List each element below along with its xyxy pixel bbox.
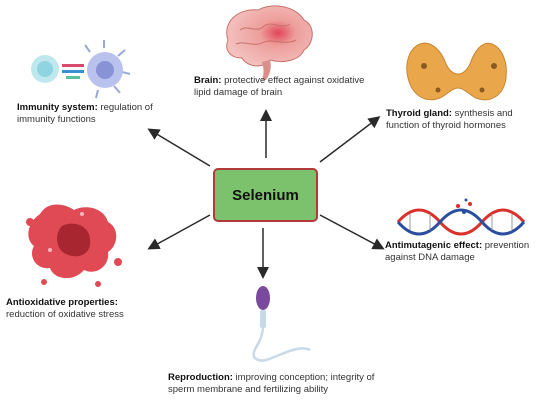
oxidative-cell-icon xyxy=(26,204,122,287)
arrow-to-antioxidative xyxy=(147,214,211,250)
thyroid-text: synthesis and function of thyroid hormon… xyxy=(386,108,513,131)
antioxidative-title: Antioxidative properties: xyxy=(6,297,118,308)
selenium-box: Selenium xyxy=(213,168,318,222)
thyroid-icon xyxy=(406,42,507,101)
antimutagenic-label: Antimutagenic effect: prevention against… xyxy=(385,240,545,264)
thyroid-title: Thyroid gland: xyxy=(386,108,452,119)
reproduction-label: Reproduction: improving conception; inte… xyxy=(168,372,378,396)
brain-icon xyxy=(226,5,313,80)
sperm-icon xyxy=(252,286,311,362)
immune-cells-icon xyxy=(31,40,131,99)
arrow-to-antimutagenic xyxy=(319,214,385,250)
antioxidative-label: Antioxidative properties:reduction of ox… xyxy=(6,297,176,321)
dna-icon xyxy=(396,198,526,236)
reproduction-text: improving conception; integrity of sperm… xyxy=(168,372,375,395)
brain-text: protective effect against oxidative lipi… xyxy=(194,75,365,98)
arrows xyxy=(147,109,385,279)
reproduction-title: Reproduction: xyxy=(168,372,233,383)
antioxidative-text: reduction of oxidative stress xyxy=(6,309,124,320)
selenium-label: Selenium xyxy=(232,186,299,204)
arrow-to-thyroid xyxy=(319,116,381,163)
brain-title: Brain: xyxy=(194,75,222,86)
immunity-label: Immunity system: regulation of immunity … xyxy=(17,102,177,126)
arrow-to-immunity xyxy=(147,128,211,167)
antimutagenic-title: Antimutagenic effect: xyxy=(385,240,483,251)
brain-label: Brain: protective effect against oxidati… xyxy=(194,75,374,99)
immunity-title: Immunity system: xyxy=(17,102,98,113)
antimutagenic-text: prevention against DNA damage xyxy=(385,240,530,263)
immunity-text: regulation of immunity functions xyxy=(17,102,153,125)
thyroid-label: Thyroid gland: synthesis and function of… xyxy=(386,108,546,132)
